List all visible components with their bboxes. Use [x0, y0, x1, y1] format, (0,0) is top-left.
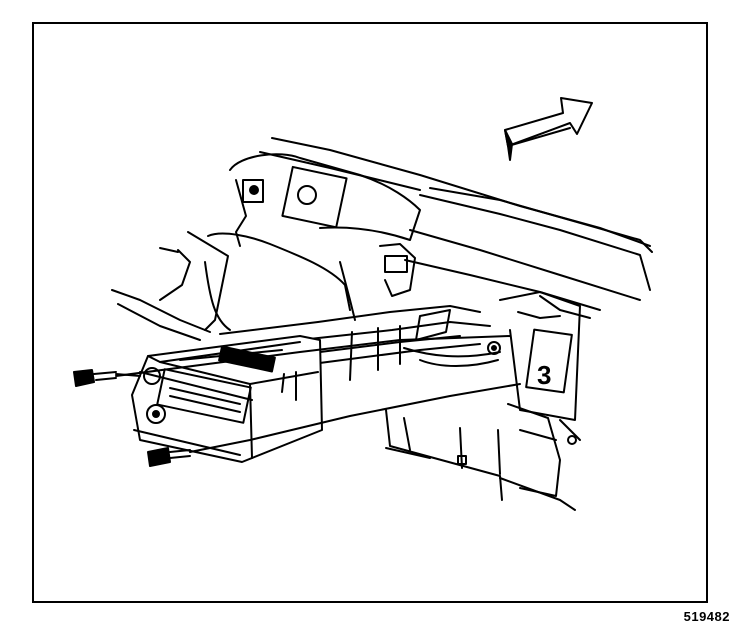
forward-arrow-icon [504, 97, 593, 161]
instrument-panel [259, 137, 653, 311]
illustration-frame [32, 22, 708, 603]
lower-console [385, 403, 576, 511]
figure-id-label: 519482 [683, 609, 730, 624]
console-label: 3 [537, 360, 551, 390]
radio-bracket [219, 305, 501, 381]
cluster-shroud [229, 153, 421, 247]
dash-bezel [111, 231, 416, 341]
console-side-panel [499, 291, 591, 445]
bolt-icon [73, 335, 521, 467]
radio-unit [131, 335, 323, 463]
